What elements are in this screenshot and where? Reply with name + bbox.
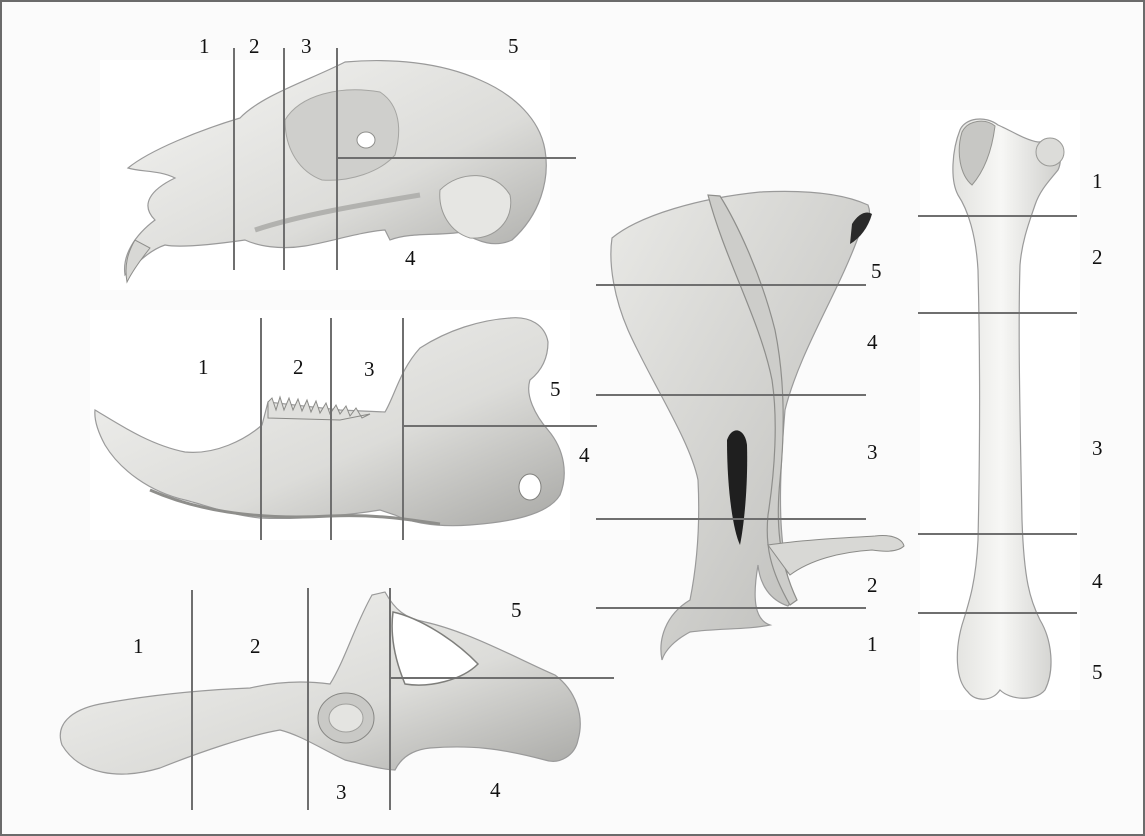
femur-label: 2: [1092, 245, 1103, 269]
mandible-label: 1: [198, 355, 209, 379]
scapula-label: 1: [867, 632, 878, 656]
scapula-acromion: [768, 535, 904, 575]
mandible-label: 2: [293, 355, 304, 379]
skull-label: 5: [508, 34, 519, 58]
pelvis-panel: [60, 592, 580, 774]
femur-labels: 1 2 3 4 5: [1092, 169, 1103, 684]
scapula-label: 2: [867, 573, 878, 597]
scapula-label: 5: [871, 259, 882, 283]
scapula-label: 4: [867, 330, 878, 354]
pelvis-label: 4: [490, 778, 501, 802]
mandible-label: 3: [364, 357, 375, 381]
skull-foramen: [357, 132, 375, 148]
femur-label: 5: [1092, 660, 1103, 684]
pelvis-acetabulum-inner: [329, 704, 363, 732]
pelvis-bone: [60, 592, 580, 774]
femur-head: [1036, 138, 1064, 166]
femur-label: 4: [1092, 569, 1103, 593]
skull-label: 1: [199, 34, 210, 58]
femur-label: 3: [1092, 436, 1103, 460]
skull-label: 3: [301, 34, 312, 58]
mandible-foramen: [519, 474, 541, 500]
mandible-label: 5: [550, 377, 561, 401]
pelvis-label: 1: [133, 634, 144, 658]
scapula-labels: 5 4 3 2 1: [867, 259, 882, 656]
scapula-label: 3: [867, 440, 878, 464]
skull-label: 2: [249, 34, 260, 58]
pelvis-label: 3: [336, 780, 347, 804]
scapula-panel: [611, 191, 904, 660]
skull-label: 4: [405, 246, 416, 270]
skull-panel: [100, 60, 550, 290]
pelvis-label: 2: [250, 634, 261, 658]
femur-panel: [920, 110, 1080, 710]
mandible-label: 4: [579, 443, 590, 467]
pelvis-label: 5: [511, 598, 522, 622]
skull-orbit: [285, 90, 399, 180]
femur-label: 1: [1092, 169, 1103, 193]
